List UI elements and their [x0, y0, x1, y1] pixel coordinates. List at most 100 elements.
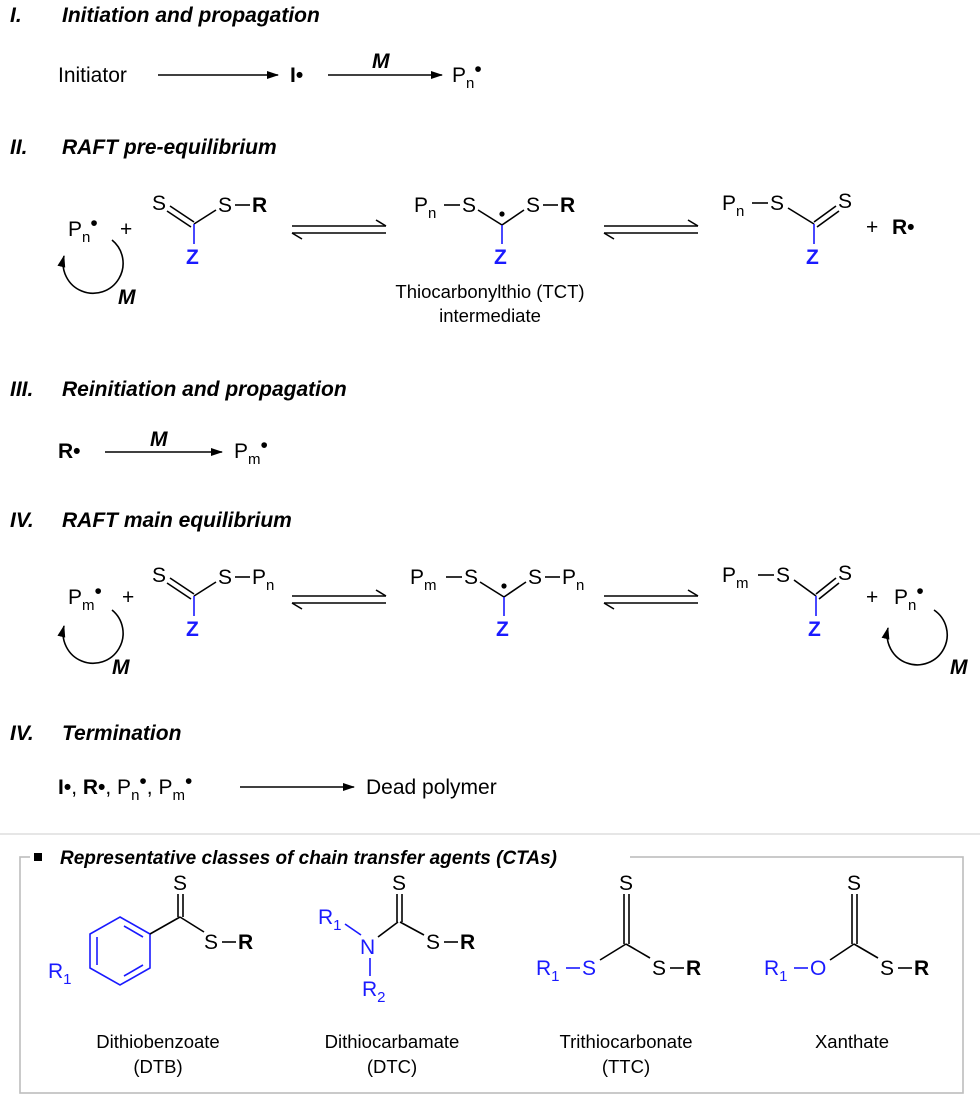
section-3-title: Reinitiation and propagation — [62, 378, 347, 401]
z-group: Z — [808, 618, 821, 641]
propagating-radical-pm: Pm• — [68, 580, 102, 614]
main-equilibrium-scheme: Pm• M + S Z S Pn Pm S Z S Pn — [57, 562, 968, 679]
monomer-addition-loop — [57, 609, 124, 665]
bond — [625, 943, 651, 959]
section-1-number: I. — [10, 4, 22, 27]
double-bond — [815, 577, 837, 595]
cta-name-ttc: Trithiocarbonate — [560, 1031, 693, 1052]
r1-substituent: R1 — [764, 957, 788, 985]
monomer-addition-loop — [881, 609, 948, 666]
monomer-label: M — [372, 50, 390, 73]
thione-sulfur: S — [838, 190, 852, 213]
cta-name-xanthate: Xanthate — [815, 1031, 889, 1052]
bond — [501, 209, 525, 226]
r1-substituent: R1 — [536, 957, 560, 985]
cta-abbr-dtb: (DTB) — [133, 1056, 182, 1077]
tct-caption-line2: intermediate — [439, 305, 541, 326]
thione-sulfur: S — [619, 872, 633, 895]
cta-trithiocarbonate: R1 S S S R — [536, 872, 701, 985]
bond — [399, 921, 425, 936]
bond — [149, 916, 181, 935]
bullet-icon — [34, 853, 42, 861]
z-group: Z — [806, 246, 819, 269]
thione-sulfur: S — [152, 192, 166, 215]
initiator-label: Initiator — [58, 64, 127, 87]
section-5-title: Termination — [62, 722, 181, 745]
sulfur: S — [582, 957, 596, 980]
r-group: R — [914, 957, 929, 980]
z-group: Z — [186, 618, 199, 641]
cta-abbr-ttc: (TTC) — [602, 1056, 650, 1077]
radical-list: I•, R•, Pn•, Pm• — [58, 770, 192, 804]
sulfur: S — [880, 957, 894, 980]
section-1-title: Initiation and propagation — [62, 4, 320, 27]
section-2-number: II. — [10, 136, 28, 159]
thione-sulfur: S — [847, 872, 861, 895]
propagating-radical-pn: Pn• — [894, 580, 924, 614]
propagating-radical-pm: Pm• — [234, 434, 268, 468]
r-group: R — [686, 957, 701, 980]
bond — [193, 209, 217, 225]
section-4-number: IV. — [10, 509, 34, 532]
r1-substituent: R1 — [48, 960, 72, 988]
monomer-label: M — [950, 656, 968, 679]
r-group: R — [252, 194, 267, 217]
cta-dithiocarbamate: R1 N R2 S S R — [318, 872, 475, 1006]
plus-sign: + — [866, 586, 878, 609]
thione-sulfur: S — [392, 872, 406, 895]
polymer-chain-pm: Pm — [722, 564, 749, 592]
r-group: R — [238, 931, 253, 954]
bond — [853, 943, 879, 959]
double-bond — [169, 205, 195, 223]
double-bond — [813, 205, 837, 223]
sulfur: S — [204, 931, 218, 954]
double-bond — [169, 577, 195, 595]
double-bond — [816, 210, 840, 228]
cta-xanthate: R1 O S S R — [764, 872, 929, 985]
bond — [377, 921, 399, 938]
propagating-radical-pn: Pn• — [68, 212, 98, 246]
product-label: Dead polymer — [366, 776, 497, 799]
bond — [344, 923, 362, 936]
aromatic-bond — [123, 964, 144, 977]
bond — [829, 943, 855, 961]
bond — [477, 209, 503, 226]
cta-abbr-dtc: (DTC) — [367, 1056, 417, 1077]
polymer-chain-pn: Pn — [722, 192, 744, 220]
leaving-radical-r: R• — [892, 216, 915, 239]
sulfur: S — [218, 566, 232, 589]
polymer-chain-pn: Pn — [414, 194, 436, 222]
plus-sign: + — [866, 216, 878, 239]
propagating-radical-pn: Pn• — [452, 58, 482, 92]
aromatic-bond — [123, 925, 144, 938]
sulfur: S — [770, 192, 784, 215]
z-group: Z — [186, 246, 199, 269]
monomer-label: M — [112, 656, 130, 679]
initiator-radical: I• — [290, 64, 303, 87]
sulfur: S — [652, 957, 666, 980]
monomer-addition-loop — [57, 239, 124, 295]
plus-sign: + — [120, 218, 132, 241]
leaving-radical-r: R• — [58, 440, 81, 463]
heading-backdrop — [30, 846, 630, 868]
monomer-label: M — [118, 286, 136, 309]
cta-name-dtc: Dithiocarbamate — [325, 1031, 460, 1052]
r-group: R — [460, 931, 475, 954]
pre-equilibrium-scheme: Pn• M + S Z S R Pn S Z S R Thiocarbo — [57, 190, 915, 326]
section-3-number: III. — [10, 378, 33, 401]
monomer-label: M — [150, 428, 168, 451]
r-group: R — [560, 194, 575, 217]
equilibrium-arrows — [291, 589, 387, 610]
thione-sulfur: S — [838, 562, 852, 585]
sulfur: S — [464, 566, 478, 589]
termination-scheme: I•, R•, Pn•, Pm• Dead polymer — [58, 770, 497, 804]
double-bond — [166, 210, 192, 228]
r2-substituent: R2 — [362, 978, 386, 1006]
radical-dot — [499, 211, 505, 217]
oxygen: O — [810, 957, 826, 980]
sulfur: S — [776, 564, 790, 587]
bond — [479, 581, 505, 598]
benzene-ring — [89, 916, 151, 986]
section-2-title: RAFT pre-equilibrium — [62, 136, 277, 159]
